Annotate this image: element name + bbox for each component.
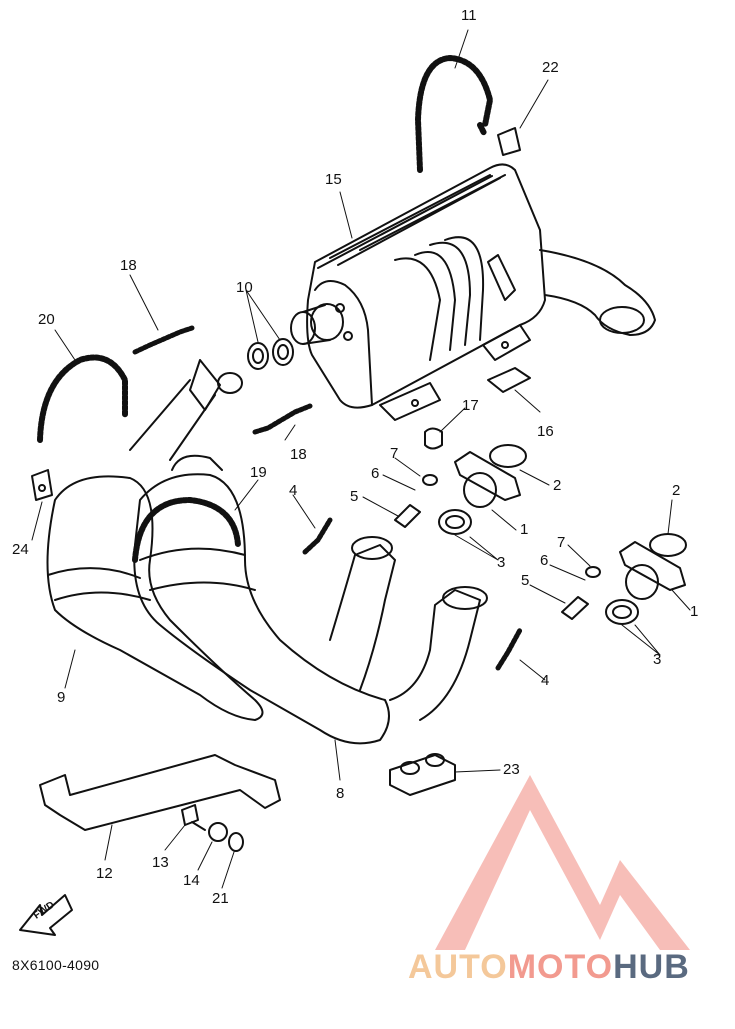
callout-6b: 6: [540, 552, 549, 569]
callout-1b: 1: [690, 603, 699, 620]
spring-19: [132, 497, 241, 563]
fwd-arrow: [19, 894, 73, 936]
flange-assembly-upper: [394, 444, 527, 535]
callout-5a: 5: [350, 488, 359, 505]
watermark-text: AUTOMOTOHUB: [408, 948, 690, 987]
callout-11: 12: [96, 865, 113, 882]
callout-5b: 5: [521, 572, 530, 589]
callout-13: 14: [183, 872, 200, 889]
bolt-12: [181, 804, 206, 831]
callout-16: 16: [537, 423, 554, 440]
callout-23: 23: [503, 761, 520, 778]
callout-9: 9: [57, 689, 66, 706]
callout-18b: 18: [290, 446, 307, 463]
watermark-part2: MOTO: [507, 948, 614, 986]
callout-3a: 3: [497, 554, 506, 571]
muffler: [290, 163, 656, 421]
callout-1a: 1: [520, 521, 529, 538]
washer-14: [228, 832, 244, 852]
exhaust-pipes: [46, 359, 488, 745]
watermark-part1: AUTO: [408, 948, 508, 986]
spring-20: [37, 354, 128, 443]
bracket-22: [497, 127, 521, 156]
flange-assembly-lower: [561, 533, 687, 625]
stay-11: [39, 754, 281, 831]
callout-15: 15: [325, 171, 342, 188]
callout-22: 22: [542, 59, 559, 76]
callout-19: 19: [250, 464, 267, 481]
spring-18b: [252, 403, 313, 435]
callout-24: 24: [12, 541, 29, 558]
callout-10: 10: [236, 279, 253, 296]
bracket-24: [31, 469, 53, 501]
washer-13: [208, 822, 228, 842]
callout-18a: 18: [120, 257, 137, 274]
callout-8: 8: [336, 785, 345, 802]
diagram-code: 8X6100-4090: [12, 957, 100, 973]
callout-2b: 2: [672, 482, 681, 499]
callout-3b: 3: [653, 651, 662, 668]
rubber-16: [487, 367, 531, 393]
callout-6a: 6: [371, 465, 380, 482]
callout-4b: 4: [541, 672, 550, 689]
leader-lines: [31, 29, 691, 889]
spring-18a: [132, 325, 195, 355]
callout-20: 20: [38, 311, 55, 328]
plug-17: [424, 427, 443, 450]
callout-7a: 7: [390, 445, 399, 462]
callout-21: 11: [461, 7, 477, 24]
spring-21: [415, 55, 493, 173]
watermark-logo: [435, 775, 690, 950]
spring-4b: [495, 627, 523, 671]
callout-14: 21: [212, 890, 229, 907]
grommet-10b: [272, 338, 294, 366]
callout-2a: 2: [553, 477, 562, 494]
callout-12: 13: [152, 854, 169, 871]
callout-17: 17: [462, 397, 479, 414]
watermark-part3: HUB: [613, 948, 690, 986]
callout-4a: 4: [289, 482, 298, 499]
callout-7b: 7: [557, 534, 566, 551]
grommet-10a: [247, 342, 269, 370]
spring-4a: [302, 517, 333, 555]
rubber-23: [389, 754, 456, 796]
